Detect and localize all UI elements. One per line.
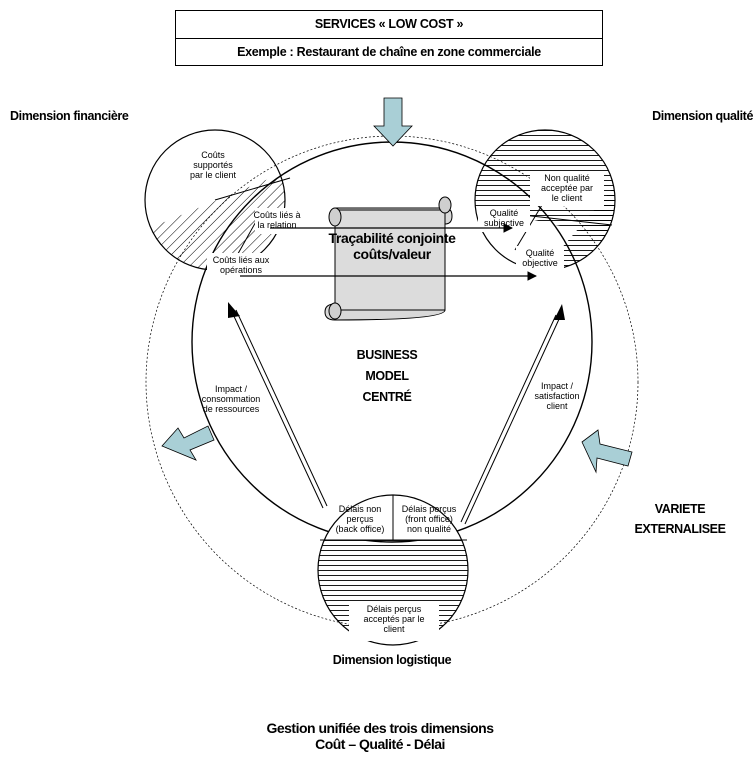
svg-text:objective: objective [522,258,558,268]
svg-text:(front office): (front office) [405,514,453,524]
svg-text:Impact /: Impact / [215,384,248,394]
svg-text:Traçabilité conjointe: Traçabilité conjointe [329,230,457,246]
financial-dimension-label: Dimension financière [10,109,129,123]
unperceived-delays-label: Délais non perçus (back office) [336,504,385,534]
svg-text:client: client [383,624,405,634]
footer-caption: Gestion unifiée des trois dimensions Coû… [266,720,494,752]
svg-text:consommation: consommation [202,394,261,404]
left-impact-arrow [228,302,328,509]
svg-text:Délais perçus: Délais perçus [367,604,422,614]
quality-dimension-label: Dimension qualité [652,109,753,123]
svg-text:Coût – Qualité - Délai: Coût – Qualité - Délai [315,736,445,752]
svg-text:non qualité: non qualité [407,524,451,534]
traceability-label: Traçabilité conjointe coûts/valeur [329,230,457,262]
scroll-shape [324,196,453,321]
svg-text:satisfaction: satisfaction [534,391,579,401]
right-block-arrow [581,429,633,474]
perceived-delays-label: Délais perçus (front office) non qualité [402,504,457,534]
title-box: SERVICES « LOW COST » Exemple : Restaura… [175,10,603,66]
accepted-delays-label: Délais perçus acceptés par le client [363,604,424,634]
logistics-dimension-label: Dimension logistique [333,653,452,667]
svg-text:opérations: opérations [220,265,263,275]
client-costs-label: Coûts supportés par le client [190,150,237,180]
svg-text:Qualité: Qualité [490,208,519,218]
externalized-variety-label: VARIETE EXTERNALISEE [634,502,726,536]
svg-text:Impact /: Impact / [541,381,574,391]
svg-text:Non qualité: Non qualité [544,173,590,183]
svg-text:Gestion unifiée des trois dime: Gestion unifiée des trois dimensions [266,720,494,736]
svg-text:acceptés par le: acceptés par le [363,614,424,624]
diagram-title: SERVICES « LOW COST » [314,17,464,31]
svg-text:(back office): (back office) [336,524,385,534]
svg-text:EXTERNALISEE: EXTERNALISEE [634,522,725,536]
svg-text:subjective: subjective [484,218,524,228]
outer-dashed-circle [145,135,639,629]
svg-text:CENTRÉ: CENTRÉ [363,389,412,404]
svg-text:Délais non: Délais non [339,504,382,514]
svg-text:par le client: par le client [190,170,237,180]
right-impact-arrow [460,304,565,525]
relation-costs-label: Coûts liés à la relation [253,210,300,230]
svg-text:coûts/valeur: coûts/valeur [353,246,432,262]
svg-text:Coûts liés aux: Coûts liés aux [213,255,270,265]
svg-text:VARIETE: VARIETE [655,502,706,516]
svg-text:Coûts liés à: Coûts liés à [253,210,300,220]
svg-text:supportés: supportés [193,160,233,170]
subjective-quality-label: Qualité subjective [484,208,524,228]
svg-text:acceptée par: acceptée par [541,183,593,193]
accepted-non-quality-label: Non qualité acceptée par le client [541,173,593,203]
svg-text:le client: le client [552,193,583,203]
svg-text:Délais perçus: Délais perçus [402,504,457,514]
svg-text:BUSINESS: BUSINESS [357,348,418,362]
svg-text:Coûts: Coûts [201,150,225,160]
business-model-label: BUSINESS MODEL CENTRÉ [357,348,418,404]
svg-text:perçus: perçus [346,514,374,524]
svg-text:client: client [546,401,568,411]
quality-circle [474,129,616,272]
svg-text:MODEL: MODEL [365,369,409,383]
svg-text:la relation: la relation [257,220,296,230]
objective-quality-label: Qualité objective [522,248,558,268]
operation-costs-label: Coûts liés aux opérations [213,255,270,275]
satisfaction-impact-label: Impact / satisfaction client [534,381,579,411]
svg-text:de ressources: de ressources [203,404,260,414]
svg-text:Qualité: Qualité [526,248,555,258]
diagram-subtitle: Exemple : Restaurant de chaîne en zone c… [176,38,602,66]
left-block-arrow [161,425,215,461]
resource-impact-label: Impact / consommation de ressources [202,384,261,414]
top-block-arrow [373,97,413,147]
